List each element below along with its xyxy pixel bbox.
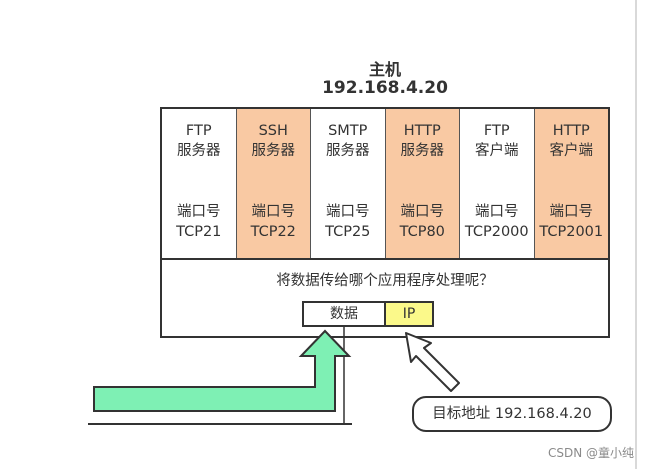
- service-name: FTP: [185, 123, 212, 139]
- service-role: 服务器: [177, 143, 221, 159]
- service-row: FTP 服务器 端口号 TCP21 SSH 服务器 端口号 TCP22 SMTP…: [162, 109, 608, 260]
- service-role: 服务器: [251, 143, 296, 159]
- question-text: 将数据传给哪个应用程序处理呢？: [276, 273, 494, 289]
- service-role: 服务器: [326, 143, 370, 159]
- port-number: TCP21: [176, 224, 222, 240]
- host-ip: 192.168.4.20: [322, 78, 448, 98]
- target-address-label: 目标地址 192.168.4.20: [412, 396, 612, 432]
- port-label: 端口号: [400, 204, 445, 220]
- service-cell-ssh-server: SSH 服务器 端口号 TCP22: [236, 109, 311, 258]
- service-cell-ftp-server: FTP 服务器 端口号 TCP21: [162, 109, 237, 258]
- service-role: 服务器: [400, 143, 445, 159]
- service-role: 客户端: [549, 143, 594, 159]
- service-role: 客户端: [475, 143, 519, 159]
- service-name: HTTP: [403, 123, 441, 139]
- service-cell-ftp-client: FTP 客户端 端口号 TCP2000: [460, 109, 535, 258]
- packet-ip-field: IP: [386, 303, 432, 325]
- packet: 数据 IP: [302, 301, 434, 327]
- port-label: 端口号: [251, 204, 296, 220]
- port-label: 端口号: [475, 204, 519, 220]
- page-right-border: [635, 0, 637, 469]
- service-cell-smtp-server: SMTP 服务器 端口号 TCP25: [311, 109, 386, 258]
- service-name: SMTP: [328, 123, 368, 139]
- service-cell-http-client: HTTP 客户端 端口号 TCP2001: [534, 109, 608, 258]
- port-label: 端口号: [177, 204, 221, 220]
- packet-data-field: 数据: [304, 303, 386, 325]
- ip-pointer-arrow-icon: [405, 332, 460, 392]
- port-number: TCP2001: [539, 224, 604, 240]
- service-name: FTP: [483, 123, 510, 139]
- port-number: TCP2000: [464, 224, 529, 240]
- port-label: 端口号: [549, 204, 594, 220]
- host-box: FTP 服务器 端口号 TCP21 SSH 服务器 端口号 TCP22 SMTP…: [160, 107, 610, 338]
- port-number: TCP80: [399, 224, 445, 240]
- data-flow-arrow-icon: [93, 329, 352, 412]
- port-label: 端口号: [326, 204, 370, 220]
- port-number: TCP22: [250, 224, 296, 240]
- service-name: HTTP: [552, 123, 590, 139]
- service-cell-http-server: HTTP 服务器 端口号 TCP80: [385, 109, 460, 258]
- watermark: CSDN @童小纯: [548, 446, 635, 460]
- service-name: SSH: [258, 123, 288, 139]
- host-title: 主机: [368, 60, 401, 79]
- port-number: TCP25: [325, 224, 371, 240]
